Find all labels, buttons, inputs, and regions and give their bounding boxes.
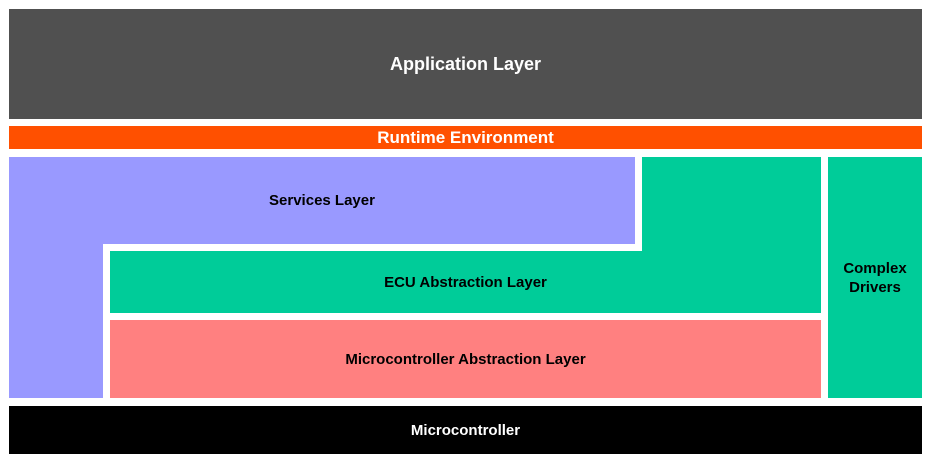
runtime-environment-label: Runtime Environment xyxy=(377,127,554,147)
microcontroller-abstraction-layer-label: Microcontroller Abstraction Layer xyxy=(345,350,586,368)
services-layer-block-top xyxy=(9,157,635,244)
complex-drivers-label: Complex Drivers xyxy=(843,259,906,297)
ecu-abstraction-layer-label: ECU Abstraction Layer xyxy=(384,273,547,291)
services-layer-label-area: Services Layer xyxy=(9,157,635,244)
complex-drivers-block: Complex Drivers xyxy=(828,157,922,398)
application-layer-block: Application Layer xyxy=(9,9,922,119)
microcontroller-block: Microcontroller xyxy=(9,406,922,454)
complex-drivers-label-line2: Drivers xyxy=(849,278,901,296)
microcontroller-label: Microcontroller xyxy=(410,421,521,439)
ecu-abstraction-layer-block-main xyxy=(110,251,821,313)
application-layer-label: Application Layer xyxy=(389,53,542,74)
ecu-abstraction-layer-label-area: ECU Abstraction Layer xyxy=(110,251,821,313)
complex-drivers-label-line1: Complex xyxy=(843,259,907,277)
runtime-environment-block: Runtime Environment xyxy=(9,126,922,149)
services-layer-block-left xyxy=(9,157,103,398)
microcontroller-abstraction-layer-block: Microcontroller Abstraction Layer xyxy=(110,320,821,398)
services-layer-label: Services Layer xyxy=(269,192,375,209)
